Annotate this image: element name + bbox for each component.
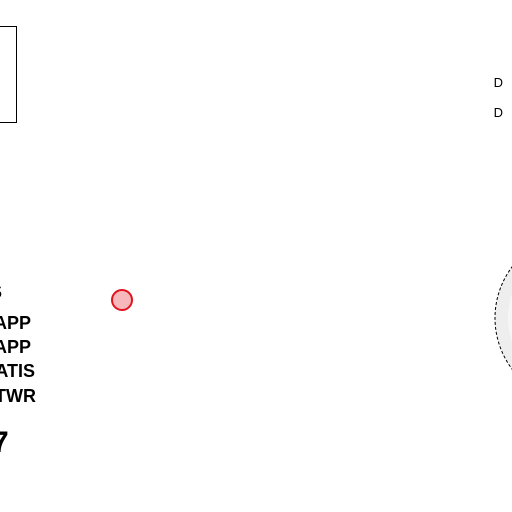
frequency-label: ATIS <box>0 361 35 381</box>
frequency-label: APP <box>0 337 31 357</box>
frequency-label: TWR <box>0 386 36 406</box>
legend-box <box>0 26 17 123</box>
legend-label: D <box>493 75 503 90</box>
airspace-boundary <box>494 266 512 370</box>
waypoint-marker[interactable] <box>111 289 133 311</box>
frequency-label: S <box>0 282 2 302</box>
partial-glyph: 7 <box>0 426 9 459</box>
frequency-label: APP <box>0 313 31 333</box>
legend-label: D <box>493 105 503 120</box>
airspace-inner <box>508 294 512 342</box>
